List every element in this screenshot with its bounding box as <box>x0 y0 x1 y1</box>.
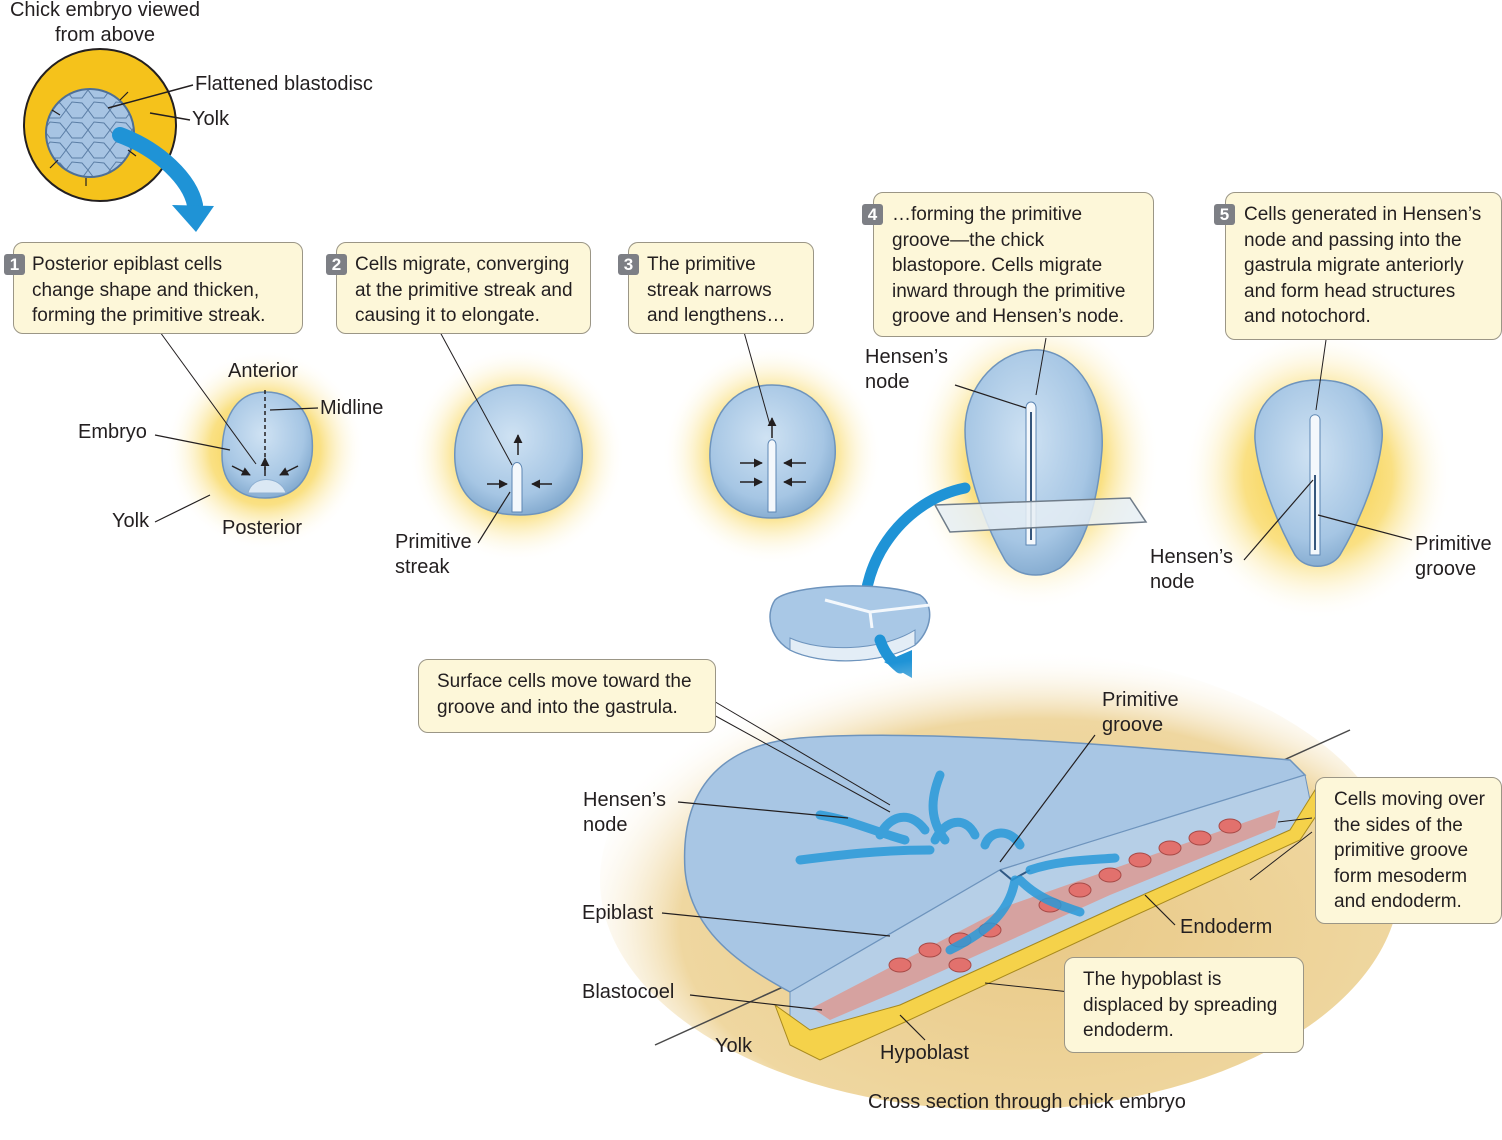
stage4-embryo <box>910 310 1160 610</box>
label-hypoblast: Hypoblast <box>880 1042 969 1064</box>
label-posterior: Posterior <box>222 517 303 539</box>
label-yolk-section: Yolk <box>715 1035 753 1057</box>
label-primitive-groove-stage5: Primitive groove <box>1415 533 1492 580</box>
label-blastocoel: Blastocoel <box>582 981 675 1003</box>
step-badge-2: 2 <box>326 254 347 275</box>
callout-step-5: Cells generated in Hensen’s node and pas… <box>1225 192 1502 340</box>
callout-sides-groove: Cells moving over the sides of the primi… <box>1315 777 1502 924</box>
stage5-embryo <box>1183 330 1453 620</box>
curved-arrow-top <box>112 127 203 213</box>
callout-step-3: The primitive streak narrows and lengthe… <box>628 242 814 334</box>
callout-hypoblast: The hypoblast is displaced by spreading … <box>1064 957 1304 1053</box>
cross-section-caption: Cross section through chick embryo <box>868 1091 1186 1113</box>
label-hensens-node-stage4: Hensen’s node <box>865 346 949 393</box>
label-primitive-streak: Primitive streak <box>395 531 472 578</box>
label-midline: Midline <box>320 397 384 419</box>
embryo-slice <box>769 585 931 662</box>
step-badge-3: 3 <box>618 254 639 275</box>
label-yolk-stage1: Yolk <box>112 510 150 532</box>
label-anterior: Anterior <box>228 360 299 382</box>
callout-step-4: …forming the primitive groove—the chick … <box>873 192 1154 337</box>
step-badge-1: 1 <box>4 254 25 275</box>
label-hensens-node-stage5: Hensen’s node <box>1150 546 1234 593</box>
label-hensens-node-section: Hensen’s node <box>583 789 667 836</box>
callout-step-1: Posterior epiblast cells change shape an… <box>13 242 303 334</box>
stage1-embryo <box>165 350 365 550</box>
label-epiblast: Epiblast <box>582 902 654 924</box>
label-flattened-blastodisc: Flattened blastodisc <box>195 73 373 95</box>
step-badge-4: 4 <box>862 204 883 225</box>
label-yolk-top: Yolk <box>192 108 230 130</box>
callout-step-2: Cells migrate, converging at the primiti… <box>336 242 591 334</box>
curved-arrow-top-head <box>172 205 214 232</box>
step-badge-5: 5 <box>1214 204 1235 225</box>
cross-section <box>600 650 1400 1110</box>
top-view-title: Chick embryo viewed from above <box>9 0 201 46</box>
label-primitive-groove-section: Primitive groove <box>1102 689 1179 736</box>
egg-top-view <box>23 48 177 202</box>
label-embryo: Embryo <box>78 421 147 443</box>
label-endoderm: Endoderm <box>1180 916 1273 938</box>
callout-surface-cells: Surface cells move toward the groove and… <box>418 659 716 733</box>
stage3-embryo <box>662 345 882 565</box>
